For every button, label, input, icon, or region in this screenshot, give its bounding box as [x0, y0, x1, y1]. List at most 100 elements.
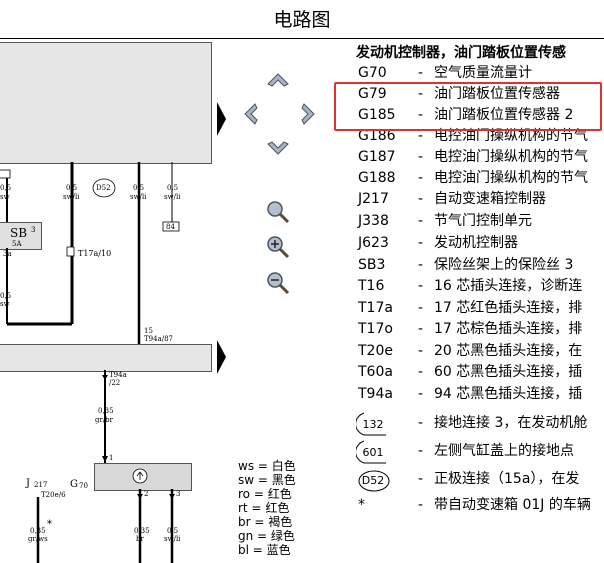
wire-color-label: gr/ws: [28, 535, 48, 543]
collapse-right-icon[interactable]: [214, 338, 228, 376]
legend-description: 油门踏板位置传感器: [434, 86, 560, 102]
pin-label: 15: [144, 327, 153, 335]
wire-color-label: gr/br: [95, 416, 114, 424]
connector-84-label: 84: [166, 223, 175, 231]
connector-t94a-label: T94a: [109, 371, 127, 379]
connector-pin-label: /22: [109, 379, 121, 387]
legend-code: J623: [358, 235, 389, 251]
legend-description: 发动机控制器: [434, 235, 518, 251]
pin-label: 3: [176, 490, 181, 498]
legend-dash: -: [418, 443, 424, 459]
legend-description: 保险丝架上的保险丝 3: [434, 257, 574, 273]
fuse-pin-label: 3a: [3, 250, 12, 258]
fuse-sb-label: SB: [10, 226, 28, 240]
legend-dash: -: [418, 257, 424, 273]
zoom-out-icon[interactable]: [265, 270, 291, 296]
component-j217-label: J: [26, 478, 31, 489]
arrow-left-icon[interactable]: [236, 99, 266, 129]
legend-code: T17a: [358, 300, 393, 316]
wire-size-label: 0,5: [167, 184, 179, 192]
legend-description: 60 芯黑色插头连接，插: [434, 364, 583, 380]
arrow-down-icon[interactable]: [263, 134, 293, 164]
legend-code: T17o: [358, 321, 393, 337]
footnote-marker: *: [47, 519, 52, 530]
legend-description: 自动变速箱控制器: [434, 191, 546, 207]
legend-dash: -: [418, 300, 424, 316]
legend-description: 左侧气缸盖上的接地点: [434, 443, 574, 459]
component-g70-label: G: [70, 479, 78, 490]
legend-description: 20 芯黑色插头连接，在: [434, 343, 583, 359]
legend-dash: -: [418, 213, 424, 229]
legend-description: 94 芯黑色插头连接，插: [434, 386, 583, 402]
module-box-top: [0, 42, 212, 164]
legend-description: 17 芯红色插头连接，排: [434, 300, 583, 316]
wire-size-label: 0,5: [0, 184, 12, 192]
component-j217-subscript: 217: [34, 481, 48, 489]
wire-color-label: sw/li: [164, 193, 181, 201]
legend-description: 电控油门操纵机构的节气: [434, 170, 588, 186]
ground-point-d52-label: D52: [96, 184, 111, 192]
wire-size-label: 0,35: [30, 527, 46, 535]
legend-dash: -: [418, 191, 424, 207]
legend-dash: -: [418, 386, 424, 402]
connector-t17a-label: T17a/10: [78, 249, 112, 258]
wire-color-label: sw/li: [164, 535, 181, 543]
wire-size-label: 0,5: [0, 292, 12, 300]
legend-description: 电控油门操纵机构的节气: [434, 149, 588, 165]
fuse-sb-number: 3: [31, 226, 36, 234]
legend-description: 16 芯插头连接，诊断连: [434, 278, 583, 294]
connector-t20e6-label: T20e/6: [41, 491, 66, 499]
legend-dash: -: [418, 321, 424, 337]
legend-description: 带自动变速箱 01J 的车辆: [434, 497, 591, 513]
wire-size-label: 0,5: [133, 184, 145, 192]
legend-dash: -: [418, 149, 424, 165]
highlight-box: [334, 82, 602, 131]
collapse-left-icon[interactable]: [214, 100, 228, 138]
color-key-item: ws = 白色: [238, 459, 296, 473]
wire-color-label: sw: [0, 193, 10, 201]
legend-heading: 发动机控制器，油门踏板位置传感: [356, 45, 566, 61]
pin-label: 1: [109, 454, 114, 462]
legend-description: 接地连接 3，在发动机舱: [434, 415, 588, 431]
pin-label: 2: [144, 490, 149, 498]
color-key-item: sw = 黑色: [238, 473, 296, 487]
legend-code: G188: [358, 170, 396, 186]
legend-code: *: [358, 497, 365, 513]
legend-code: G186: [358, 128, 396, 144]
legend-code: SB3: [358, 257, 386, 273]
wire-color-label: sw: [0, 300, 10, 308]
legend-dash: -: [418, 278, 424, 294]
legend-description: 正极连接（15a），在发: [434, 471, 580, 487]
zoom-icon[interactable]: [265, 199, 291, 225]
legend-description: 油门踏板位置传感器 2: [434, 107, 574, 123]
legend-dash: -: [418, 107, 424, 123]
wire-color-label: sw/li: [130, 193, 147, 201]
ground-symbol-icon: 601: [355, 439, 392, 465]
color-key-item: rt = 红色: [238, 501, 290, 515]
legend-code: T94a: [358, 386, 393, 402]
legend-dash: -: [418, 65, 424, 81]
fuse-sb3-box: [0, 222, 42, 250]
wire-size-label: 0,35: [134, 527, 150, 535]
schematic-wires: [0, 162, 180, 563]
component-g70-subscript: 70: [79, 482, 88, 490]
arrow-up-icon[interactable]: [263, 64, 293, 94]
window-title: 电路图: [273, 9, 331, 31]
legend-code: G70: [358, 65, 387, 81]
color-key-item: br = 褐色: [238, 515, 293, 529]
legend-code: G187: [358, 149, 396, 165]
fuse-rating-label: 5A: [12, 240, 22, 248]
legend-dash: -: [418, 415, 424, 431]
color-key-item: ro = 红色: [238, 487, 292, 501]
wire-size-label: 0,5: [167, 527, 179, 535]
legend-dash: -: [418, 235, 424, 251]
legend-description: 17 芯棕色插头连接，排: [434, 321, 583, 337]
legend-dash: -: [418, 86, 424, 102]
zoom-in-icon[interactable]: [265, 234, 291, 260]
arrow-right-icon[interactable]: [293, 99, 323, 129]
legend-code: G185: [358, 107, 396, 123]
legend-code: T60a: [358, 364, 393, 380]
wire-color-label: br: [136, 535, 144, 543]
legend-description: 节气门控制单元: [434, 213, 532, 229]
legend-dash: -: [418, 497, 424, 513]
